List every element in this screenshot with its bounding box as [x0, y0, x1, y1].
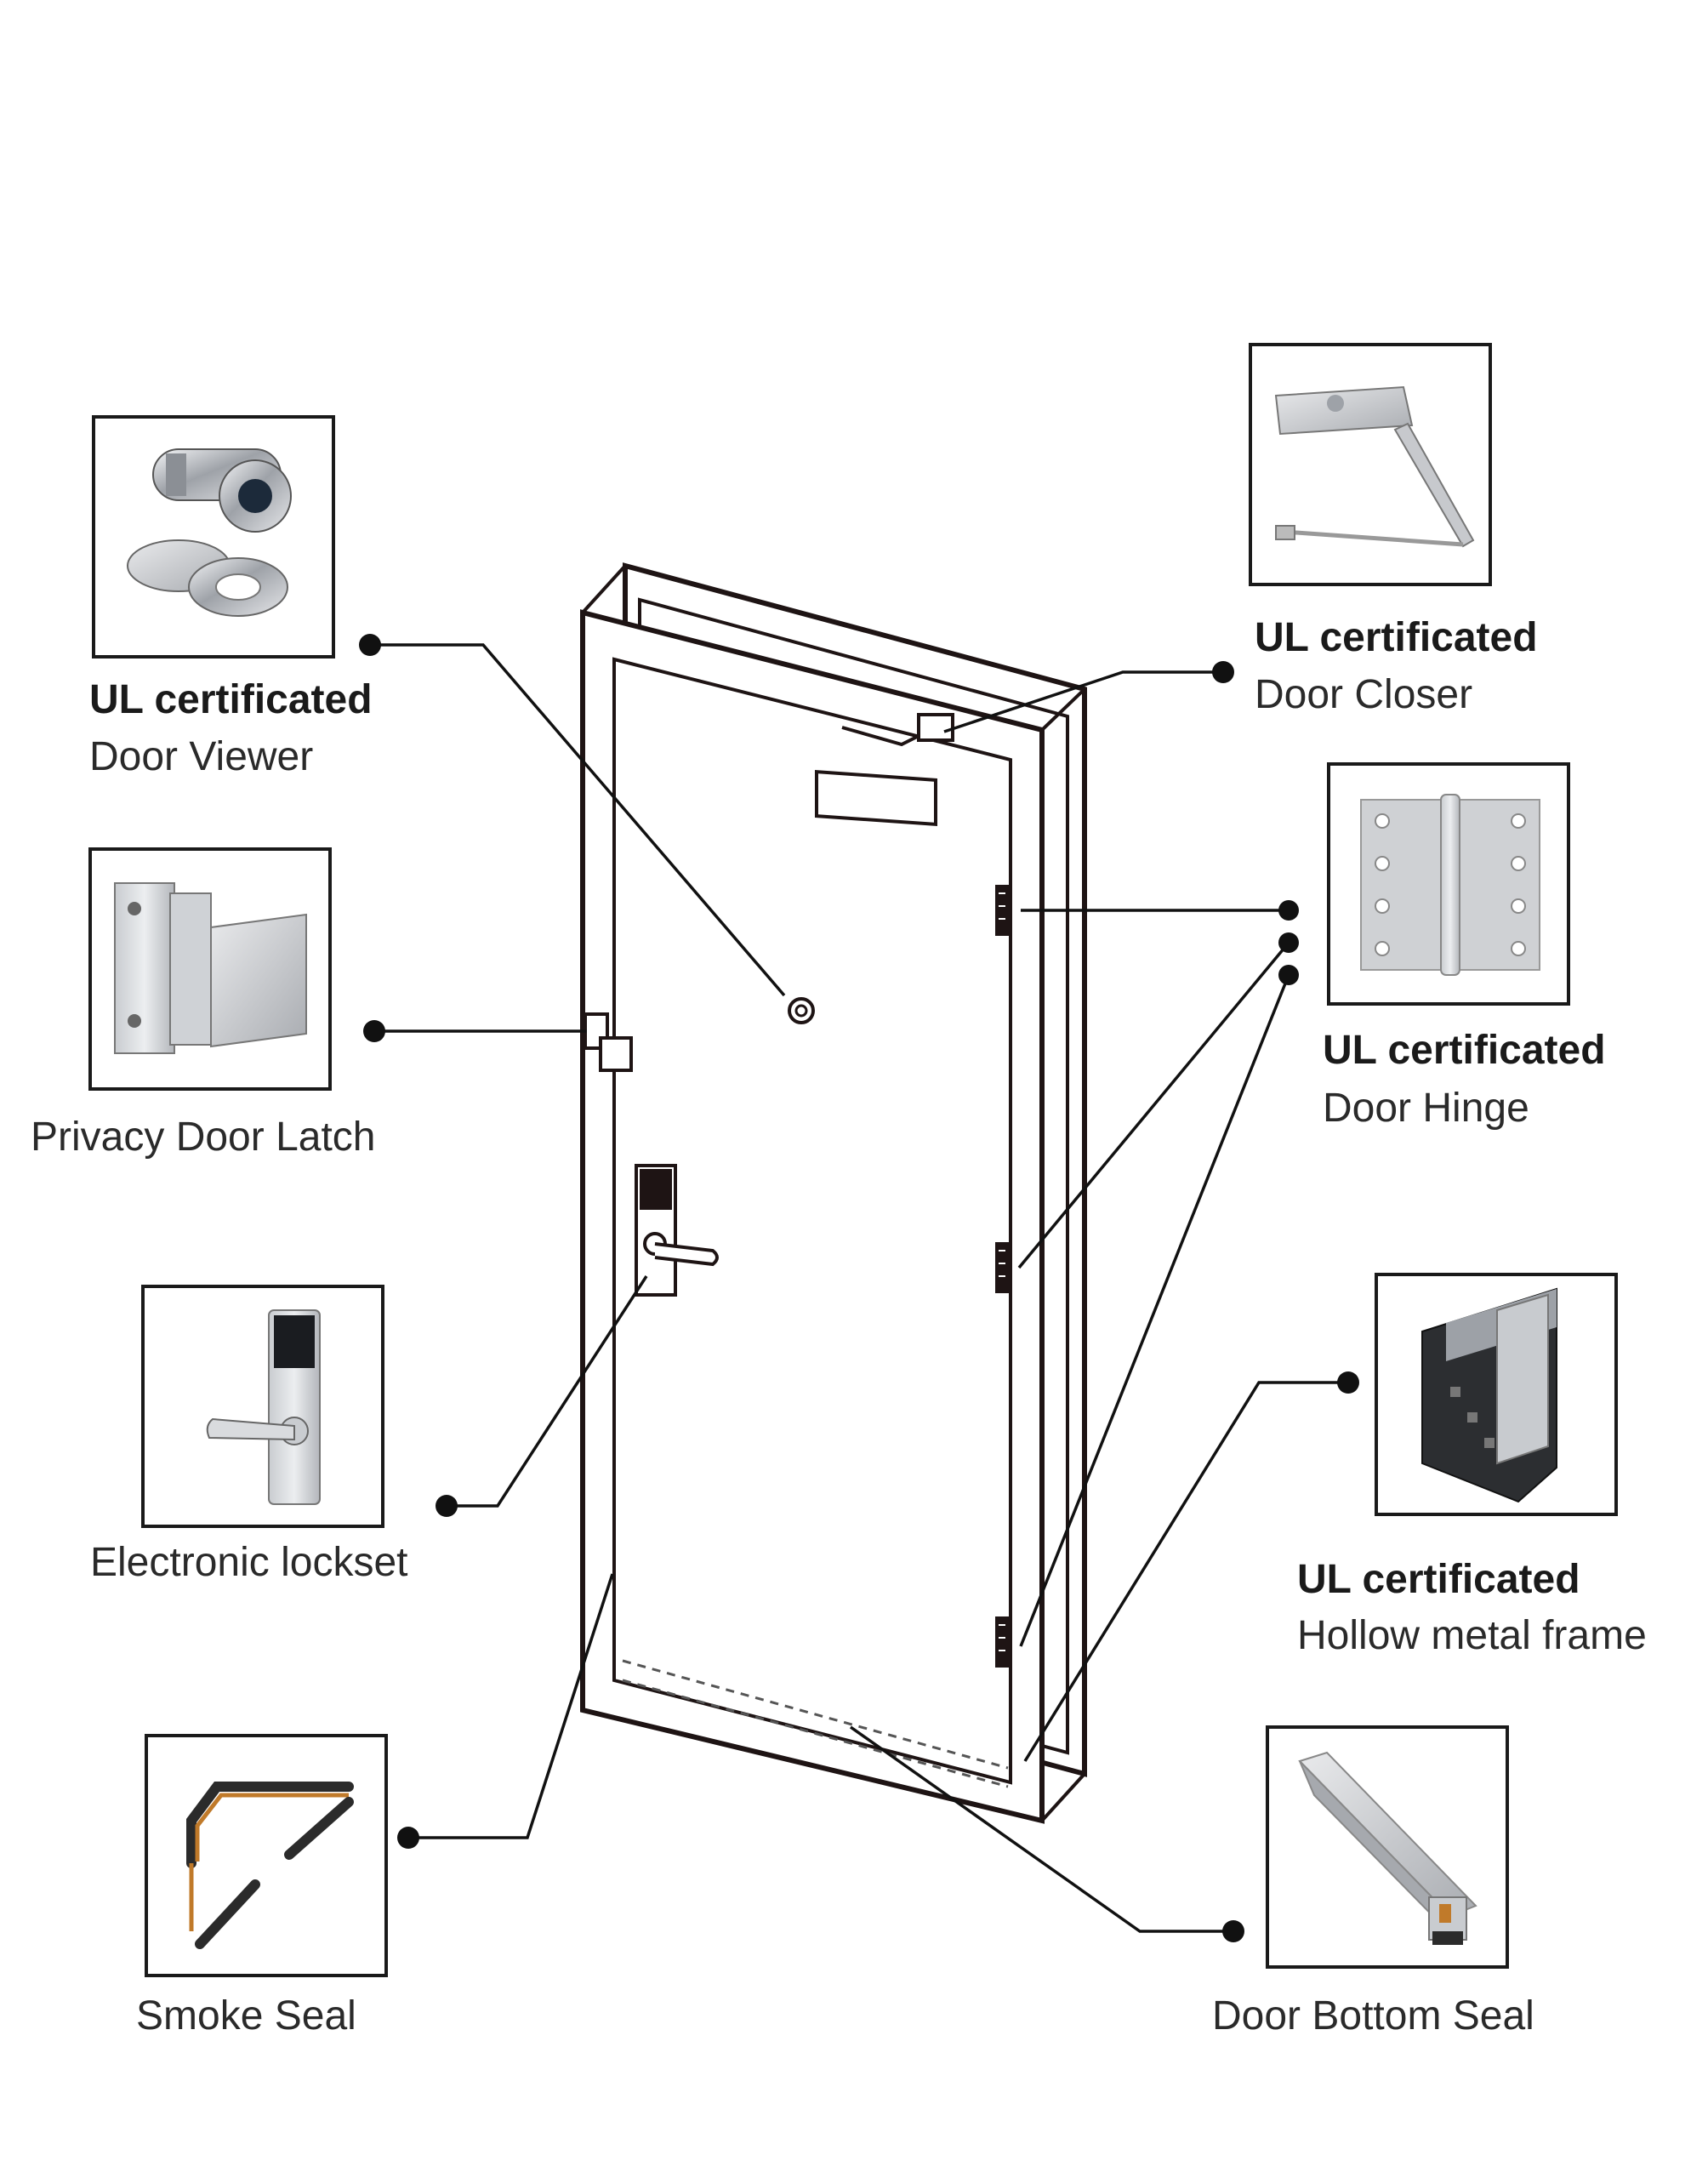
smoke-seal-card [145, 1734, 388, 1977]
privacy-latch-icon [114, 882, 307, 1054]
door-hinge-label: Door Hinge [1323, 1086, 1529, 1131]
bottom-seal-label: Door Bottom Seal [1212, 1993, 1534, 2038]
privacy-latch-mounted-icon [584, 1012, 633, 1072]
hollow-metal-frame-icon [1421, 1287, 1557, 1503]
smoke-seal-label: Smoke Seal [136, 1993, 356, 2038]
door-illustration [580, 562, 1087, 1824]
lockset-card [141, 1285, 384, 1528]
door-hinge-cert-label: UL certificated [1323, 1028, 1606, 1073]
privacy-latch-label: Privacy Door Latch [31, 1115, 376, 1160]
door-closer-card [1249, 343, 1492, 586]
hollow-frame-card [1375, 1273, 1618, 1516]
door-hinge-icon [1360, 794, 1540, 976]
leader-lines [359, 634, 1359, 1942]
door-viewer-card [92, 415, 335, 659]
door-viewer-icon [127, 448, 292, 617]
door-bottom-seal-icon [1298, 1751, 1477, 1945]
door-viewer-label: Door Viewer [89, 734, 313, 779]
door-closer-icon [1274, 385, 1475, 548]
lockset-label: Electronic lockset [90, 1540, 407, 1585]
electronic-lockset-icon [206, 1309, 321, 1505]
smoke-seal-icon [186, 1782, 354, 1949]
hinge-bottom-icon [995, 1616, 1009, 1668]
door-closer-label: Door Closer [1255, 672, 1472, 717]
door-closer-cert-label: UL certificated [1255, 615, 1538, 660]
hinge-middle-icon [995, 1242, 1009, 1293]
hollow-frame-cert-label: UL certificated [1297, 1557, 1580, 1602]
lockset-mounted-icon [635, 1164, 719, 1297]
door-closer-mounted-icon [815, 713, 954, 827]
bottom-seal-card [1266, 1725, 1509, 1969]
privacy-latch-card [88, 847, 332, 1091]
hinge-top-icon [995, 885, 1009, 936]
hollow-frame-label: Hollow metal frame [1297, 1613, 1647, 1658]
door-viewer-mounted-icon [788, 997, 815, 1024]
door-viewer-cert-label: UL certificated [89, 677, 373, 722]
door-hinge-card [1327, 762, 1570, 1006]
